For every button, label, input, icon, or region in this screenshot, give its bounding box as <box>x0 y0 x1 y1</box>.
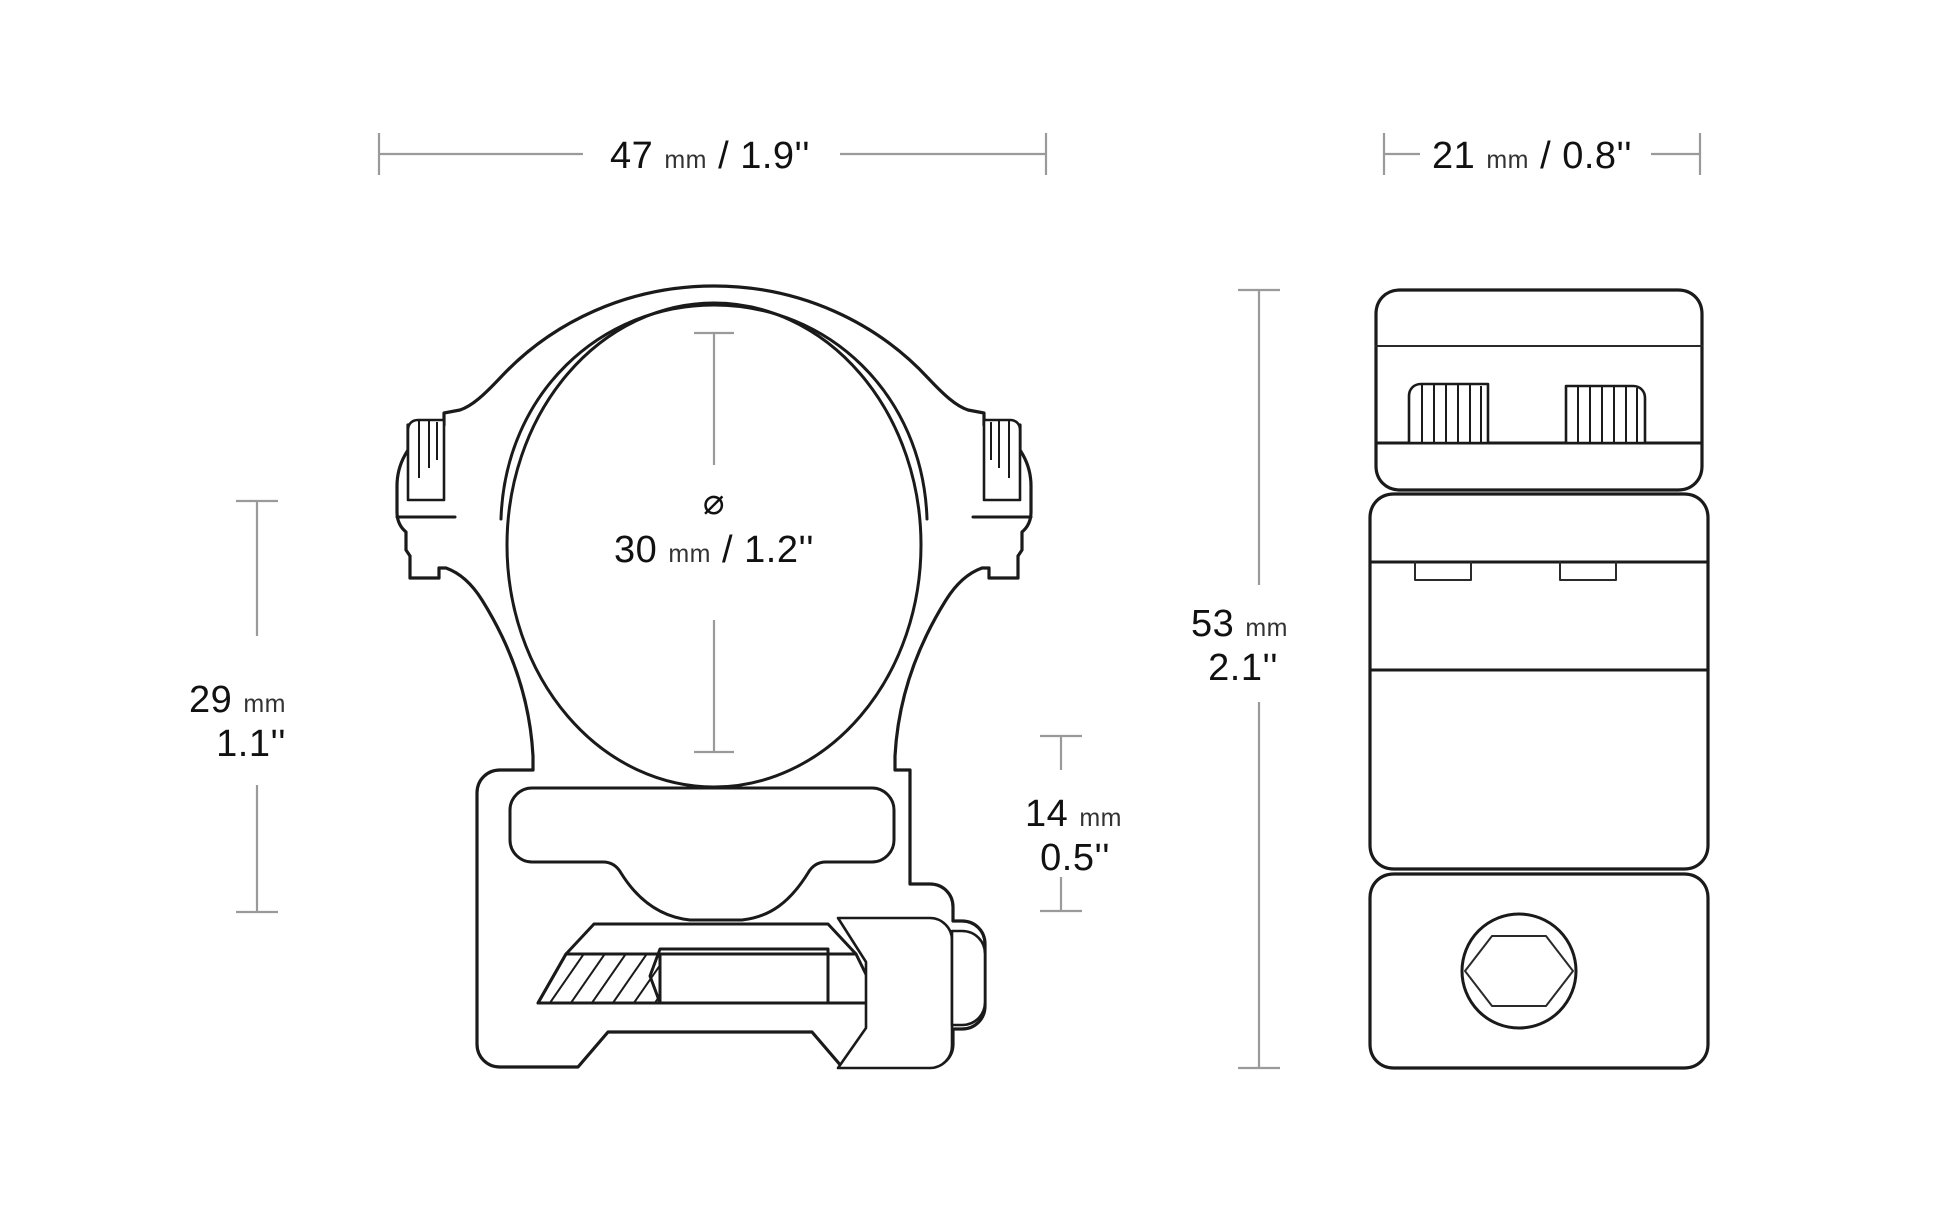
dimension-overall-width: 47 mm / 1.9'' <box>377 133 1048 177</box>
rail-clamp-jaw <box>536 916 987 1070</box>
dimension-total-height-label-mm: 53 mm <box>1191 603 1288 645</box>
clamp-nut-tab <box>950 929 987 1027</box>
front-view: ⌀ 30 mm / 1.2'' <box>395 284 1033 1070</box>
clamp-tab-right <box>987 554 1020 580</box>
dimension-bore-diameter-label: 30 mm / 1.2'' <box>614 529 814 571</box>
dimension-ring-height-label-mm: 29 mm <box>189 679 286 721</box>
clamp-shaft <box>648 947 830 1005</box>
dimension-bore-diameter: ⌀ 30 mm / 1.2'' <box>614 481 814 571</box>
knurled-screw-head-left <box>406 418 446 502</box>
dimension-base-height: 14 mm 0.5'' <box>1025 734 1122 913</box>
dimension-base-height-label-mm: 14 mm <box>1025 793 1122 835</box>
slot-notch-left <box>1414 561 1472 581</box>
side-main-body <box>1368 492 1710 871</box>
dimension-overall-depth-label: 21 mm / 0.8'' <box>1432 135 1632 177</box>
dimension-ring-height: 29 mm 1.1'' <box>189 499 286 914</box>
ring-wall-arc <box>499 303 929 521</box>
dimension-base-height-label-in: 0.5'' <box>1040 837 1110 879</box>
dimension-total-height: 53 mm 2.1'' <box>1191 288 1288 1070</box>
dimension-overall-width-label: 47 mm / 1.9'' <box>610 135 810 177</box>
knurled-screw-head-side-2 <box>1564 384 1647 445</box>
knurled-screw-head-side-1 <box>1407 382 1490 445</box>
side-bottom-block <box>1368 872 1710 1070</box>
slot-notch-right <box>1559 561 1617 581</box>
side-view <box>1368 288 1710 1070</box>
diameter-symbol-icon: ⌀ <box>703 481 725 522</box>
base-relief-pocket <box>508 786 896 922</box>
dimension-ring-height-label-in: 1.1'' <box>216 723 286 765</box>
knurled-screw-head-right <box>982 418 1022 502</box>
dimension-total-height-label-in: 2.1'' <box>1208 647 1278 689</box>
dimension-overall-depth: 21 mm / 0.8'' <box>1382 133 1702 177</box>
hex-socket-bolt-icon <box>1460 912 1578 1030</box>
clamp-nut-block <box>836 916 954 1070</box>
diameter-leader <box>694 331 734 754</box>
clamp-tab-left <box>408 554 441 580</box>
